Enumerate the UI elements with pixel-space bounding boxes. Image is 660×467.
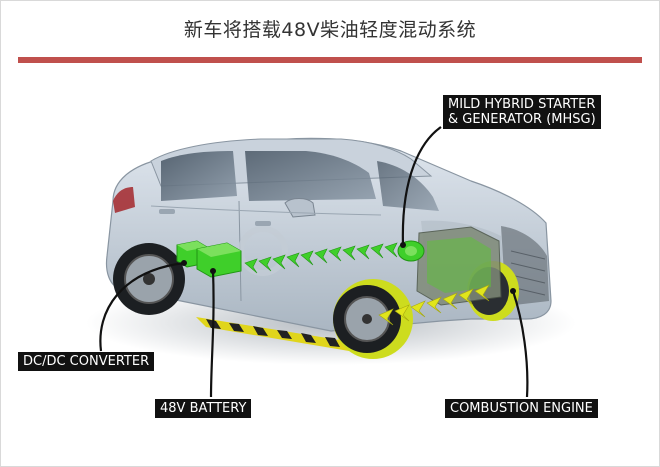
label-mhsg-line1: MILD HYBRID STARTER: [448, 97, 596, 112]
front-wheel: [333, 279, 413, 359]
label-dcdc-converter: DC/DC CONVERTER: [18, 352, 155, 371]
label-mhsg: MILD HYBRID STARTER & GENERATOR (MHSG): [443, 95, 601, 129]
hazard-stripe: [196, 317, 361, 353]
title-divider: [18, 57, 642, 63]
label-mhsg-line2: & GENERATOR (MHSG): [448, 112, 596, 127]
battery-box: [196, 242, 242, 278]
page-title: 新车将搭载48V柴油轻度混动系统: [183, 19, 477, 41]
rear-wheel: [113, 243, 185, 315]
label-combustion-engine: COMBUSTION ENGINE: [445, 399, 598, 418]
engine-block: [416, 226, 502, 306]
leader-dots: [181, 242, 516, 294]
leader-lines: [99, 126, 529, 398]
power-flow-chevrons: [244, 242, 398, 274]
label-48v-battery: 48V BATTERY: [155, 399, 252, 418]
drive-chevrons: [378, 284, 490, 326]
